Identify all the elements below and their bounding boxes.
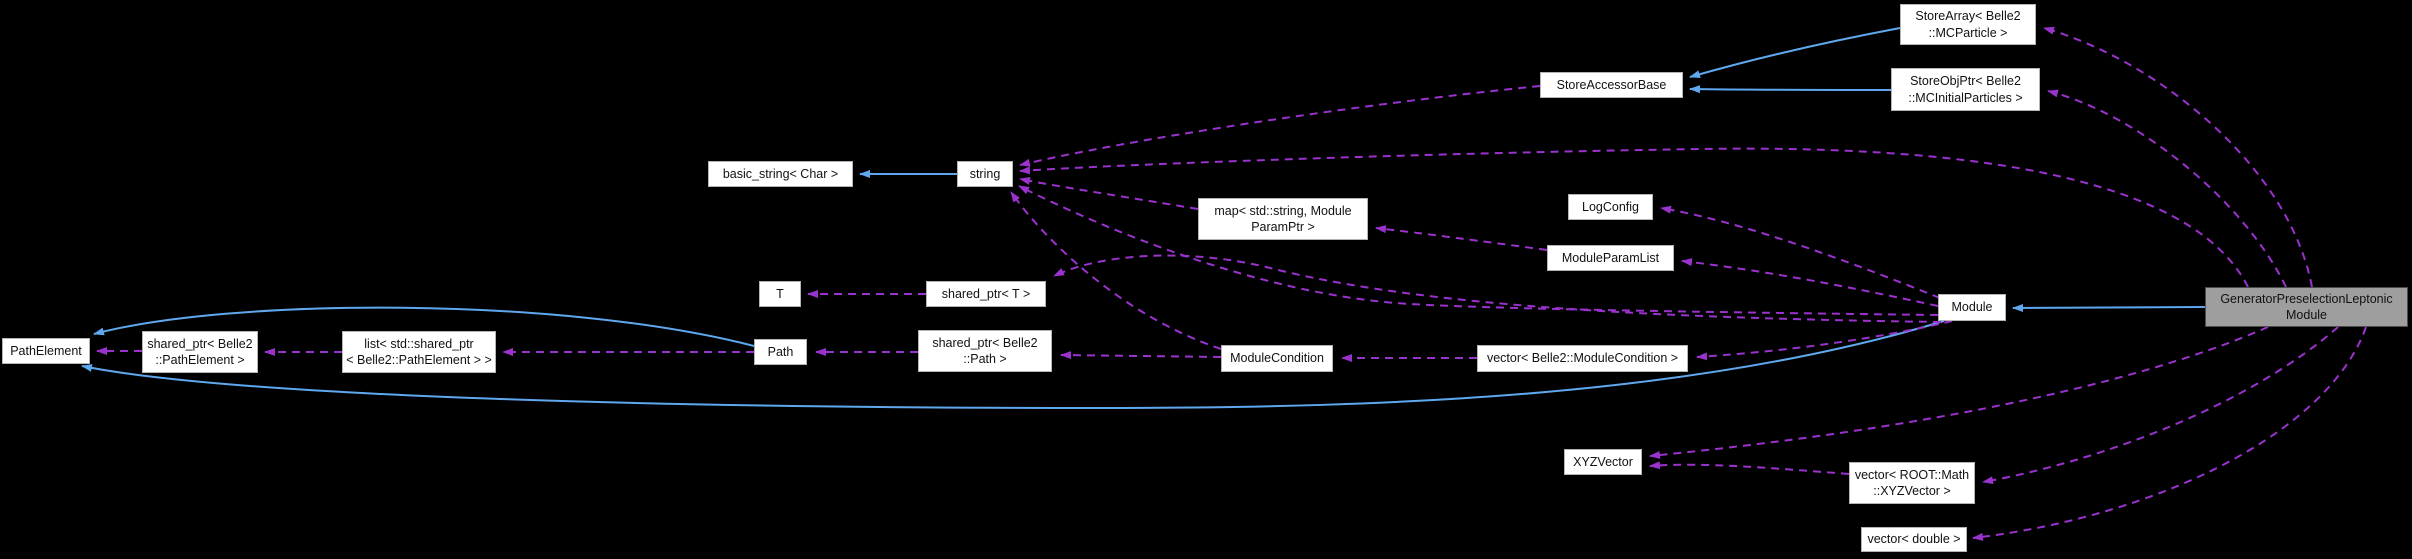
- edge-module-to-vector-module-condition: [1696, 320, 1953, 361]
- edge-generator-module-to-vector-double: [1972, 326, 2367, 541]
- node-string[interactable]: string: [957, 161, 1013, 187]
- node-shared-ptr-path[interactable]: shared_ptr< Belle2 ::Path >: [918, 330, 1052, 372]
- node-store-array[interactable]: StoreArray< Belle2 ::MCParticle >: [1900, 4, 2036, 45]
- edge-module-to-shared-ptr-t: [1053, 254, 1942, 323]
- node-store-obj-ptr[interactable]: StoreObjPtr< Belle2 ::MCInitialParticles…: [1891, 68, 2040, 111]
- node-module-condition[interactable]: ModuleCondition: [1221, 345, 1333, 372]
- edge-module-to-module-param-list: [1681, 258, 1939, 307]
- edge-store-array-to-store-accessor-base: [1689, 27, 1901, 79]
- node-vector-double[interactable]: vector< double >: [1861, 527, 1967, 552]
- edge-module-to-string: [1018, 185, 1939, 316]
- node-store-accessor-base[interactable]: StoreAccessorBase: [1540, 72, 1683, 98]
- node-vector-module-condition[interactable]: vector< Belle2::ModuleCondition >: [1477, 345, 1688, 372]
- node-shared-ptr-t[interactable]: shared_ptr< T >: [926, 281, 1046, 307]
- node-map-module-param-ptr[interactable]: map< std::string, Module ParamPtr >: [1198, 198, 1368, 240]
- node-t[interactable]: T: [759, 281, 801, 307]
- node-generator-preselection-leptonic-module[interactable]: GeneratorPreselectionLeptonic Module: [2205, 287, 2408, 327]
- edge-generator-module-to-module: [2012, 303, 2206, 312]
- node-log-config[interactable]: LogConfig: [1568, 194, 1653, 220]
- node-vector-xyz[interactable]: vector< ROOT::Math ::XYZVector >: [1849, 462, 1975, 504]
- edge-module-to-log-config: [1660, 205, 1941, 299]
- edge-vector-xyz-to-xyz-vector: [1649, 461, 1850, 475]
- node-xyz-vector[interactable]: XYZVector: [1564, 449, 1642, 475]
- edge-module-condition-to-shared-ptr-path: [1060, 351, 1222, 360]
- edge-module-condition-to-string: [1010, 191, 1222, 350]
- edge-generator-module-to-xyz-vector: [1649, 326, 2269, 459]
- node-module[interactable]: Module: [1938, 294, 2006, 321]
- edge-module-param-list-to-map: [1375, 225, 1548, 251]
- edge-module-to-path-element: [81, 320, 1945, 410]
- node-list-shared-ptr[interactable]: list< std::shared_ptr < Belle2::PathElem…: [342, 331, 496, 373]
- node-shared-ptr-path-element[interactable]: shared_ptr< Belle2 ::PathElement >: [142, 331, 258, 373]
- edge-generator-module-to-vector-xyz: [1982, 326, 2339, 485]
- node-path-element[interactable]: PathElement: [2, 338, 90, 364]
- edge-map-to-string: [1019, 177, 1199, 210]
- edge-path-to-path-element: [93, 306, 755, 347]
- edge-generator-module-to-store-array: [2043, 26, 2313, 288]
- edge-store-accessor-base-to-string: [1019, 85, 1541, 167]
- edge-generator-module-to-store-obj-ptr: [2047, 89, 2287, 288]
- node-module-param-list[interactable]: ModuleParamList: [1547, 245, 1674, 271]
- edge-generator-module-to-string: [1019, 147, 2249, 288]
- edge-store-obj-ptr-to-store-accessor-base: [1689, 85, 1892, 94]
- node-path[interactable]: Path: [754, 339, 807, 365]
- node-basic-string[interactable]: basic_string< Char >: [708, 161, 853, 187]
